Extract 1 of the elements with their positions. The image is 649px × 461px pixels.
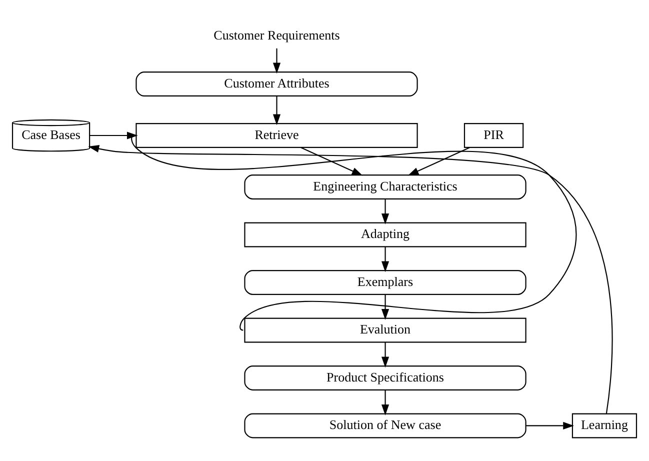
node-text: Customer Requirements bbox=[214, 27, 340, 42]
